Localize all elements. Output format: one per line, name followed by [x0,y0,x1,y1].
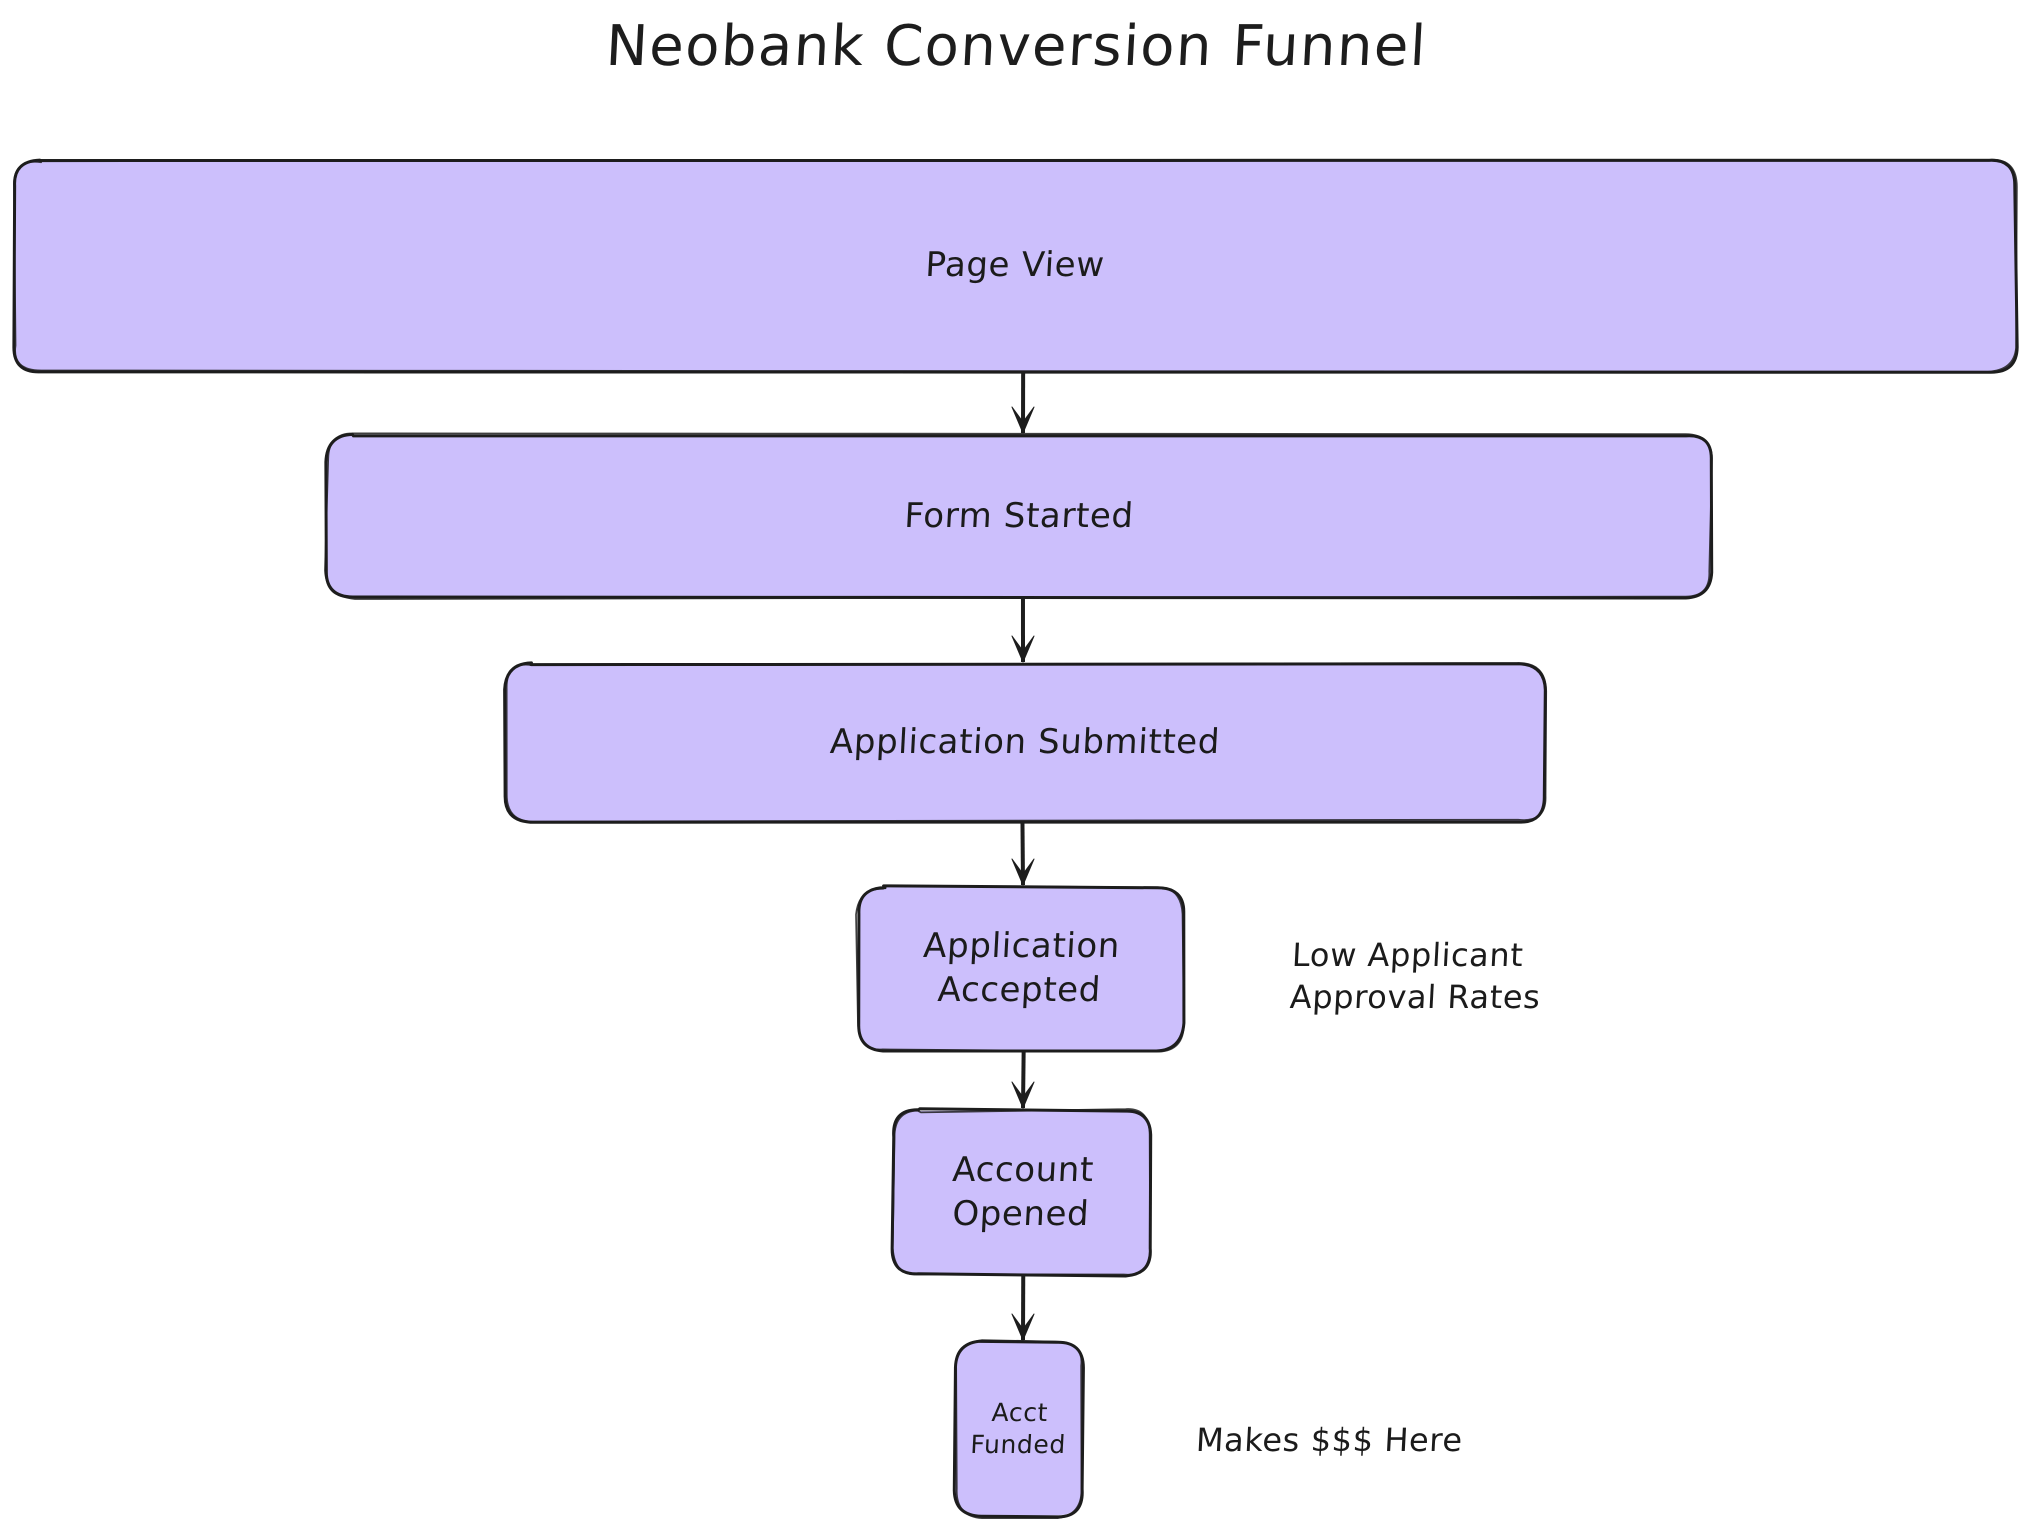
node-account-opened[interactable] [893,1110,1151,1275]
node-application-accepted[interactable] [858,887,1183,1050]
annotation-low-approval-note: Low Applicant Approval Rates [1288,936,1542,1016]
node-application-submitted[interactable] [505,664,1545,822]
node-acct-funded[interactable] [955,1342,1083,1516]
page-title: Neobank Conversion Funnel [604,14,1429,79]
node-page-view[interactable] [14,160,2016,372]
annotation-revenue-note: Makes $$$ Here [1195,1421,1464,1459]
node-form-started[interactable] [327,435,1711,598]
